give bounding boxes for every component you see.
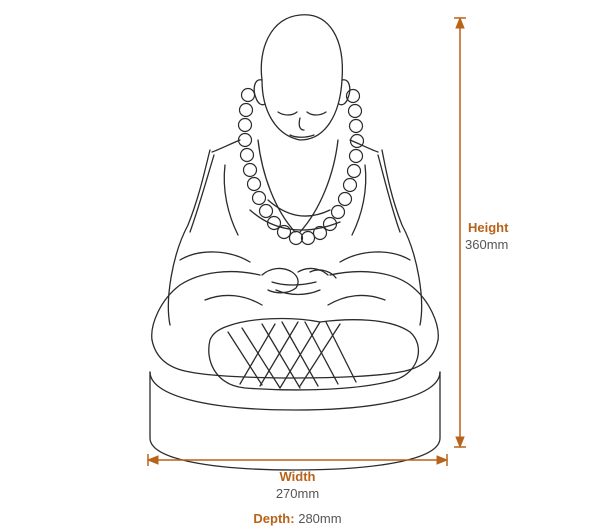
height-label: Height: [468, 220, 509, 235]
monk-statue-drawing: [149, 14, 441, 471]
statue-head: [253, 14, 351, 141]
width-value: 270mm: [275, 486, 320, 501]
height-dimension-line: [454, 16, 466, 449]
arrow-up-icon: [455, 16, 465, 29]
width-label: Width: [279, 469, 316, 484]
depth-value: 280mm: [298, 511, 342, 526]
arrow-right-icon: [436, 455, 449, 465]
height-value: 360mm: [465, 237, 509, 252]
width-dimension-line: [146, 454, 449, 466]
statue-collar: [249, 139, 341, 233]
depth-line: Depth: 280mm: [0, 511, 595, 526]
statue-hands: [261, 267, 337, 296]
depth-label: Depth:: [253, 511, 295, 526]
statue-base: [149, 371, 441, 471]
statue-legs: [208, 317, 419, 391]
arrow-left-icon: [146, 455, 159, 465]
prayer-beads: [237, 87, 365, 246]
arrow-down-icon: [455, 436, 465, 449]
statue-robe: [151, 139, 439, 379]
